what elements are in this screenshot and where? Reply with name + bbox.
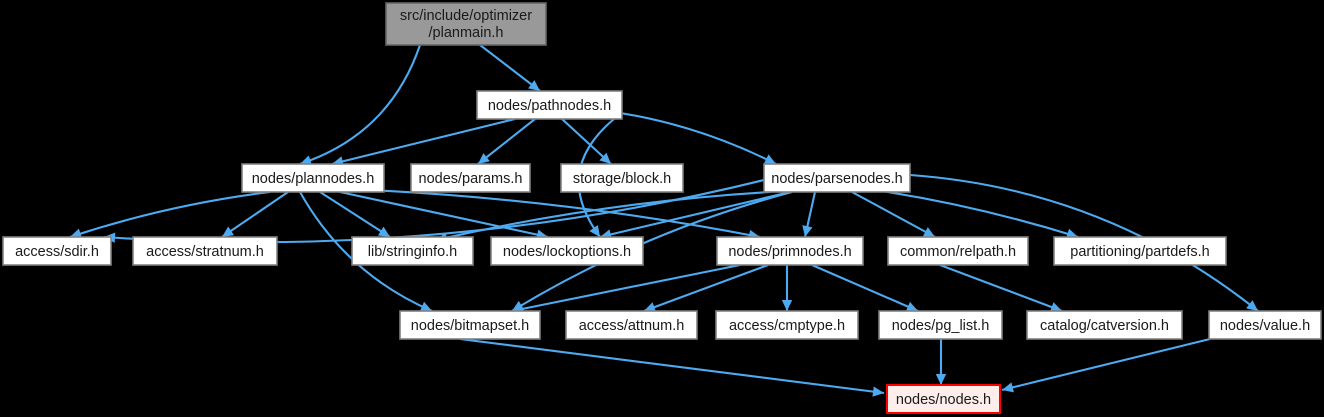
node-value[interactable]: nodes/value.h [1208, 310, 1322, 340]
node-box-cmptype[interactable] [715, 310, 859, 340]
edge-parsenodes-to-lockoptions [599, 190, 791, 239]
edge-planmain-to-pathnodes [479, 44, 541, 92]
node-parsenodes[interactable]: nodes/parsenodes.h [763, 163, 911, 193]
arrowhead-attnum [644, 302, 657, 313]
edge-pathnodes-to-parsenodes [599, 108, 777, 165]
node-stratnum[interactable]: access/stratnum.h [132, 236, 278, 266]
node-pathnodes[interactable]: nodes/pathnodes.h [476, 90, 623, 120]
edge-parsenodes-to-stringinfo [435, 190, 771, 242]
arrowhead-params [478, 153, 490, 164]
node-box-relpath[interactable] [887, 236, 1029, 266]
node-box-bitmapset[interactable] [399, 310, 541, 340]
edge-relpath-to-catversion [939, 264, 1063, 312]
arrowhead-catversion [1049, 302, 1062, 312]
node-box-parsenodes[interactable] [763, 163, 911, 193]
node-box-stringinfo[interactable] [351, 236, 474, 266]
node-box-attnum[interactable] [565, 310, 698, 340]
edge-parsenodes-to-value [909, 173, 1259, 312]
edge-primnodes-to-attnum [643, 264, 769, 312]
node-box-value[interactable] [1208, 310, 1322, 340]
node-nodes[interactable]: nodes/nodes.h [886, 384, 1001, 414]
arrowhead-stringinfo [377, 226, 390, 237]
arrowhead-sdir [70, 228, 83, 239]
node-bitmapset[interactable]: nodes/bitmapset.h [399, 310, 541, 340]
node-box-nodes[interactable] [886, 384, 1001, 414]
arrowhead-nodes [935, 374, 947, 385]
edge-plannodes-to-stringinfo [319, 191, 391, 238]
node-box-lockoptions[interactable] [490, 236, 644, 266]
node-partdefs[interactable]: partitioning/partdefs.h [1053, 236, 1227, 266]
node-box-block[interactable] [560, 163, 684, 193]
node-box-partdefs[interactable] [1053, 236, 1227, 266]
arrowhead-parsenodes [763, 154, 776, 164]
node-sdir[interactable]: access/sdir.h [2, 236, 112, 266]
arrowhead-relpath [922, 227, 935, 237]
node-box-params[interactable] [410, 163, 531, 193]
arrowhead-nodes [872, 386, 884, 397]
node-box-planmain[interactable] [385, 2, 547, 46]
node-attnum[interactable]: access/attnum.h [565, 310, 698, 340]
node-planmain[interactable]: src/include/optimizer/planmain.h [385, 2, 547, 46]
node-block[interactable]: storage/block.h [560, 163, 684, 193]
edge-primnodes-to-bitmapset [511, 263, 741, 313]
node-box-primnodes[interactable] [716, 236, 864, 266]
arrowhead-pg_list [905, 301, 918, 312]
node-box-sdir[interactable] [2, 236, 112, 266]
node-catversion[interactable]: catalog/catversion.h [1026, 310, 1183, 340]
node-box-stratnum[interactable] [132, 236, 278, 266]
arrowhead-block [599, 152, 611, 164]
arrowhead-stratnum [222, 226, 235, 237]
arrowhead-cmptype [781, 300, 793, 311]
node-box-pg_list[interactable] [878, 310, 1003, 340]
arrowhead-plannodes [300, 155, 313, 166]
edge-parsenodes-to-partdefs [874, 188, 1079, 239]
edge-parsenodes-to-bitmapset [511, 190, 793, 312]
edge-plannodes-to-stratnum [221, 191, 289, 238]
node-box-catversion[interactable] [1026, 310, 1183, 340]
node-primnodes[interactable]: nodes/primnodes.h [716, 236, 864, 266]
edge-plannodes-to-primnodes [369, 188, 761, 239]
node-params[interactable]: nodes/params.h [410, 163, 531, 193]
arrowhead-pathnodes [528, 80, 540, 91]
edge-plannodes-to-lockoptions [339, 190, 549, 239]
edge-pathnodes-to-plannodes [331, 117, 516, 166]
arrowhead-primnodes [802, 225, 813, 237]
edge-primnodes-to-pg_list [811, 264, 919, 312]
node-box-pathnodes[interactable] [476, 90, 623, 120]
node-stringinfo[interactable]: lib/stringinfo.h [351, 236, 474, 266]
arrowhead-value [1246, 300, 1258, 311]
node-plannodes[interactable]: nodes/plannodes.h [241, 163, 385, 193]
node-cmptype[interactable]: access/cmptype.h [715, 310, 859, 340]
node-pg_list[interactable]: nodes/pg_list.h [878, 310, 1003, 340]
edge-plannodes-to-sdir [69, 190, 271, 238]
arrowhead-bitmapset [419, 301, 432, 312]
arrowhead-nodes [1002, 382, 1014, 393]
node-box-plannodes[interactable] [241, 163, 385, 193]
arrowhead-lockoptions [589, 225, 600, 237]
edge-bitmapset-to-nodes [459, 337, 885, 395]
node-lockoptions[interactable]: nodes/lockoptions.h [490, 236, 644, 266]
edge-planmain-to-plannodes [299, 44, 421, 165]
node-relpath[interactable]: common/relpath.h [887, 236, 1029, 266]
edge-value-to-nodes [1001, 337, 1211, 392]
